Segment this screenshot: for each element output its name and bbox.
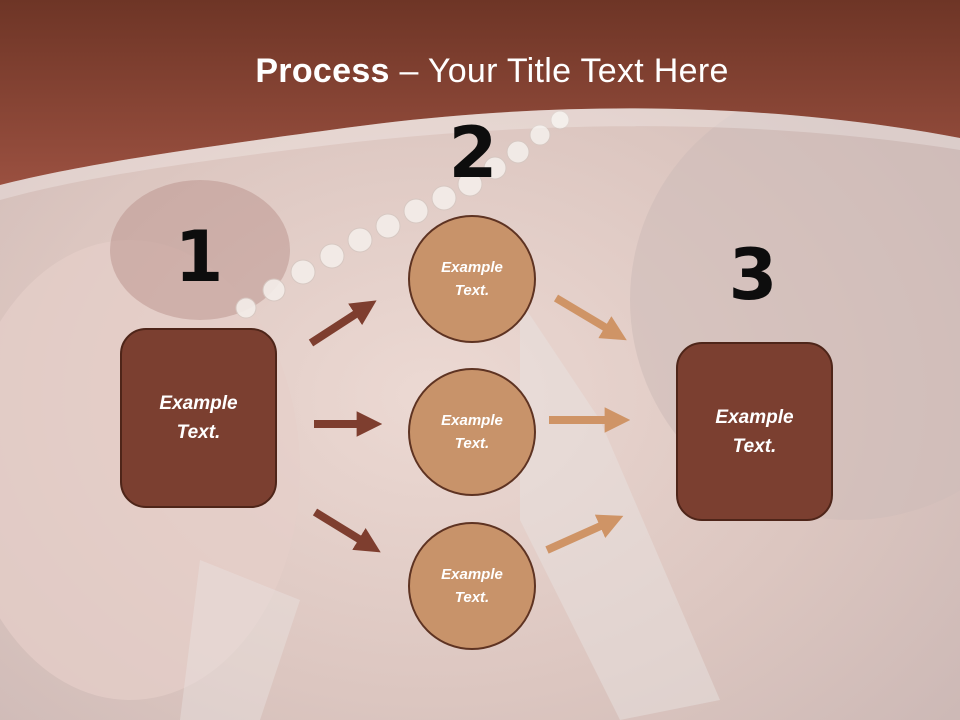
arrow-top-to-3	[553, 294, 627, 341]
middle-circle-bottom: Example Text.	[408, 522, 536, 650]
middle-circle-center: Example Text.	[408, 368, 536, 496]
middle-top-line2: Text.	[454, 282, 490, 299]
step-number-1: 1	[174, 216, 224, 298]
arrow-1-to-top	[308, 300, 377, 347]
step-3-line2: Text.	[732, 435, 777, 457]
step-number-2: 2	[448, 112, 498, 194]
middle-center-line2: Text.	[454, 435, 490, 452]
middle-top-line1: Example	[441, 259, 503, 276]
step-1-box: Example Text.	[120, 328, 277, 508]
step-1-line2: Text.	[176, 422, 221, 443]
middle-bottom-line1: Example	[441, 566, 503, 583]
middle-circle-top: Example Text.	[408, 215, 536, 343]
slide-title: Process – Your Title Text Here	[0, 52, 960, 91]
middle-bottom-line2: Text.	[454, 589, 490, 606]
arrow-1-to-bottom	[312, 508, 381, 553]
step-number-3: 3	[728, 234, 778, 316]
title-bold: Process	[255, 52, 390, 90]
title-rest: – Your Title Text Here	[389, 52, 729, 90]
middle-center-line1: Example	[441, 412, 503, 429]
step-3-box: Example Text.	[676, 342, 833, 521]
step-1-line1: Example	[159, 393, 238, 414]
arrow-bottom-to-3	[545, 514, 624, 554]
step-3-line1: Example	[715, 406, 794, 428]
